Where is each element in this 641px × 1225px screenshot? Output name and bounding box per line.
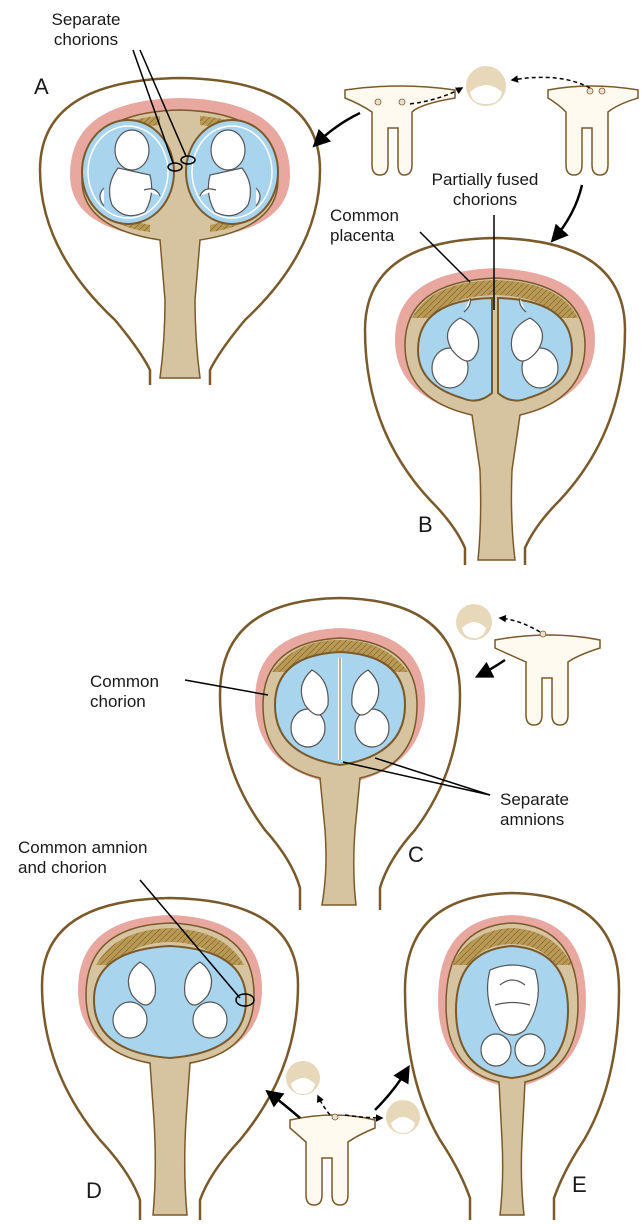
label-partially-fused-chorions-line2: chorions [420,190,550,210]
label-common-chorion: Common chorion [90,672,159,712]
label-separate-chorions: Separate chorions [36,10,136,50]
panel-de-mini-uterus [268,1061,420,1205]
panel-c-uterus [185,598,490,910]
label-common-amnion-and-chorion-line2: and chorion [18,858,147,878]
label-common-placenta-line1: Common [330,206,399,226]
label-common-placenta-line2: placenta [330,226,399,246]
label-separate-chorions-line2: chorions [36,30,136,50]
panel-b-uterus [365,215,625,565]
panel-letter-d: D [86,1178,102,1204]
panel-e-uterus [405,893,619,1220]
label-common-amnion-and-chorion-line1: Common amnion [18,838,147,858]
label-separate-amnions-line2: amnions [500,810,569,830]
panel-c-mini-uterus [456,604,600,725]
panel-letter-e: E [572,1172,587,1198]
label-common-amnion-and-chorion: Common amnion and chorion [18,838,147,878]
panel-letter-a: A [34,74,49,100]
panel-letter-b: B [418,512,433,538]
label-common-chorion-line2: chorion [90,692,159,712]
panel-letter-c: C [408,842,424,868]
label-partially-fused-chorions: Partially fused chorions [420,170,550,210]
label-separate-amnions: Separate amnions [500,790,569,830]
label-common-chorion-line1: Common [90,672,159,692]
panel-a-uterus [40,50,320,385]
panel-d-uterus [42,880,298,1220]
label-common-placenta: Common placenta [330,206,399,246]
label-partially-fused-chorions-line1: Partially fused [420,170,550,190]
label-separate-chorions-line1: Separate [36,10,136,30]
label-separate-amnions-line1: Separate [500,790,569,810]
